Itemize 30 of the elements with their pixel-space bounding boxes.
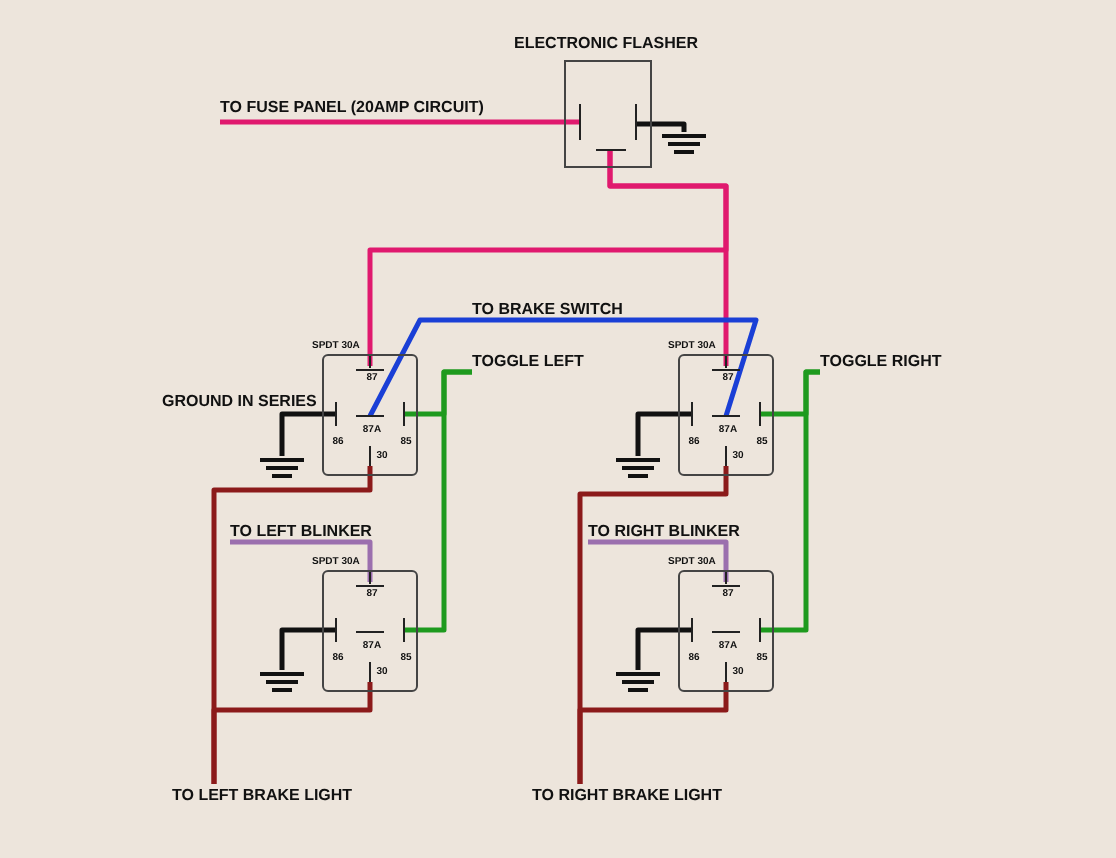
wire bbox=[577, 682, 729, 784]
wire bbox=[760, 369, 820, 633]
ground-symbol bbox=[662, 132, 706, 156]
wire bbox=[607, 150, 729, 366]
destination-label: TO BRAKE SWITCH bbox=[472, 298, 623, 320]
destination-label: TOGGLE RIGHT bbox=[820, 350, 942, 372]
destination-label: TO LEFT BLINKER bbox=[230, 520, 372, 542]
wire bbox=[472, 317, 759, 417]
wire bbox=[367, 317, 472, 418]
wire bbox=[211, 682, 373, 784]
wire bbox=[220, 119, 580, 125]
ground-symbol bbox=[260, 456, 304, 480]
wire bbox=[635, 411, 692, 456]
wire bbox=[230, 539, 373, 582]
wire bbox=[279, 627, 336, 670]
ground-symbol bbox=[260, 670, 304, 694]
destination-label: TO LEFT BRAKE LIGHT bbox=[172, 784, 353, 806]
wire bbox=[279, 411, 336, 456]
ground-symbol bbox=[616, 670, 660, 694]
destination-label: TO FUSE PANEL (20AMP CIRCUIT) bbox=[220, 96, 484, 122]
destination-label: TO RIGHT BRAKE LIGHT bbox=[532, 784, 722, 806]
device-title: ELECTRONIC FLASHER bbox=[514, 32, 698, 54]
wire bbox=[636, 121, 687, 132]
destination-label: TOGGLE LEFT bbox=[472, 350, 584, 372]
ground-symbol bbox=[616, 456, 660, 480]
wire bbox=[588, 539, 729, 582]
wire bbox=[635, 627, 692, 670]
ground-note: GROUND IN SERIES bbox=[162, 390, 317, 412]
destination-label: TO RIGHT BLINKER bbox=[588, 520, 740, 542]
wire bbox=[404, 369, 472, 633]
